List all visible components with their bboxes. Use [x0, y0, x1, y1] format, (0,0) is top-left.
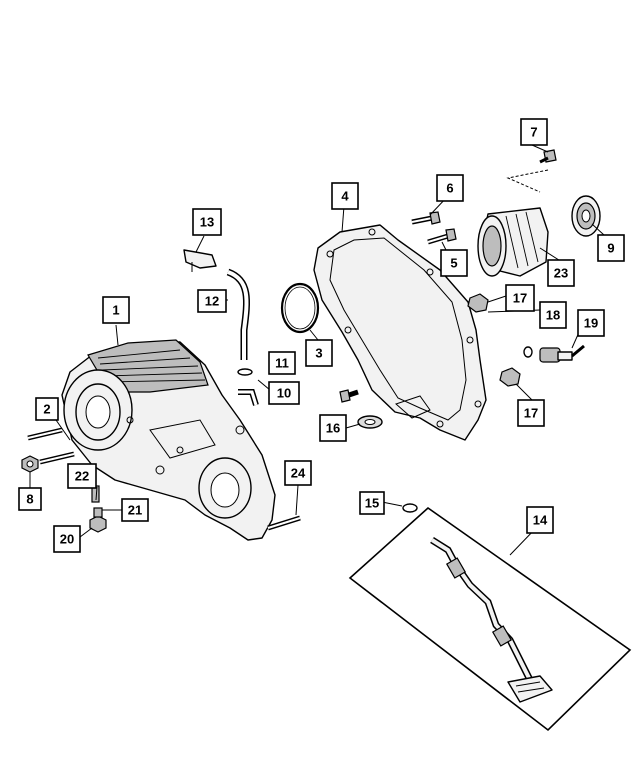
front-case — [61, 339, 276, 541]
callout-24: 24 — [284, 460, 312, 486]
callout-label: 1 — [112, 303, 119, 318]
callout-19: 19 — [577, 309, 605, 337]
callout-16: 16 — [319, 414, 347, 442]
callout-label: 13 — [200, 215, 214, 230]
callout-4: 4 — [331, 182, 359, 210]
callout-label: 4 — [341, 189, 349, 204]
callout-17-upper: 17 — [505, 284, 535, 312]
callout-label: 18 — [546, 308, 560, 323]
callout-23: 23 — [547, 259, 575, 287]
callout-label: 6 — [446, 181, 453, 196]
callout-label: 24 — [291, 466, 306, 481]
callout-label: 17 — [524, 406, 538, 421]
callout-label: 23 — [554, 266, 568, 281]
callout-label: 11 — [275, 356, 289, 371]
callout-10: 10 — [268, 381, 300, 405]
callout-label: 14 — [533, 513, 548, 528]
rear-case — [313, 224, 487, 441]
callout-label: 12 — [205, 294, 219, 309]
callout-label: 8 — [26, 492, 33, 507]
output-seal — [571, 195, 601, 237]
wiring-kit — [348, 506, 632, 732]
callout-21: 21 — [121, 498, 149, 522]
case-o-ring — [280, 282, 320, 334]
hex-nut — [21, 455, 39, 473]
plug-lower — [499, 367, 521, 387]
callout-8: 8 — [18, 487, 42, 511]
callout-label: 10 — [277, 386, 291, 401]
callout-3: 3 — [305, 339, 333, 367]
case-bolt-small — [339, 389, 359, 403]
callout-label: 20 — [60, 532, 74, 547]
vent-o-ring — [237, 368, 253, 376]
callout-label: 19 — [584, 316, 598, 331]
callout-12: 12 — [197, 289, 227, 313]
callout-label: 7 — [530, 125, 537, 140]
indicator-switch — [523, 344, 585, 363]
callout-1: 1 — [102, 296, 130, 324]
extension-housing — [477, 207, 549, 277]
extension-bolt — [539, 149, 557, 164]
callout-20: 20 — [53, 525, 81, 553]
callout-2: 2 — [35, 397, 59, 421]
case-bolts — [411, 211, 457, 245]
callout-label: 2 — [43, 402, 50, 417]
callout-label: 16 — [326, 421, 340, 436]
callout-17-lower: 17 — [517, 399, 545, 427]
callout-label: 21 — [128, 503, 142, 518]
callout-label: 9 — [607, 241, 614, 256]
vent-fitting — [183, 249, 217, 272]
callout-label: 17 — [513, 291, 527, 306]
small-washer — [402, 503, 418, 513]
callout-9: 9 — [597, 234, 625, 262]
callout-label: 3 — [315, 346, 322, 361]
callout-7: 7 — [520, 118, 548, 146]
vent-tube — [226, 268, 251, 360]
callout-11: 11 — [268, 351, 296, 375]
callout-label: 15 — [365, 496, 379, 511]
drain-plug — [89, 507, 107, 533]
callout-18: 18 — [539, 301, 567, 329]
callout-13: 13 — [192, 208, 222, 236]
case-studs — [27, 427, 75, 465]
rear-stud — [267, 515, 301, 531]
callout-15: 15 — [359, 491, 385, 515]
bolt-leader-dashed — [506, 169, 549, 193]
plug-upper — [467, 293, 489, 313]
callout-22: 22 — [67, 463, 97, 489]
vent-elbow — [238, 389, 259, 406]
callout-6: 6 — [436, 174, 464, 202]
case-washer — [357, 415, 383, 429]
callout-label: 22 — [75, 469, 89, 484]
callout-14: 14 — [526, 506, 554, 534]
callout-label: 5 — [450, 256, 457, 271]
callout-5: 5 — [440, 249, 468, 277]
